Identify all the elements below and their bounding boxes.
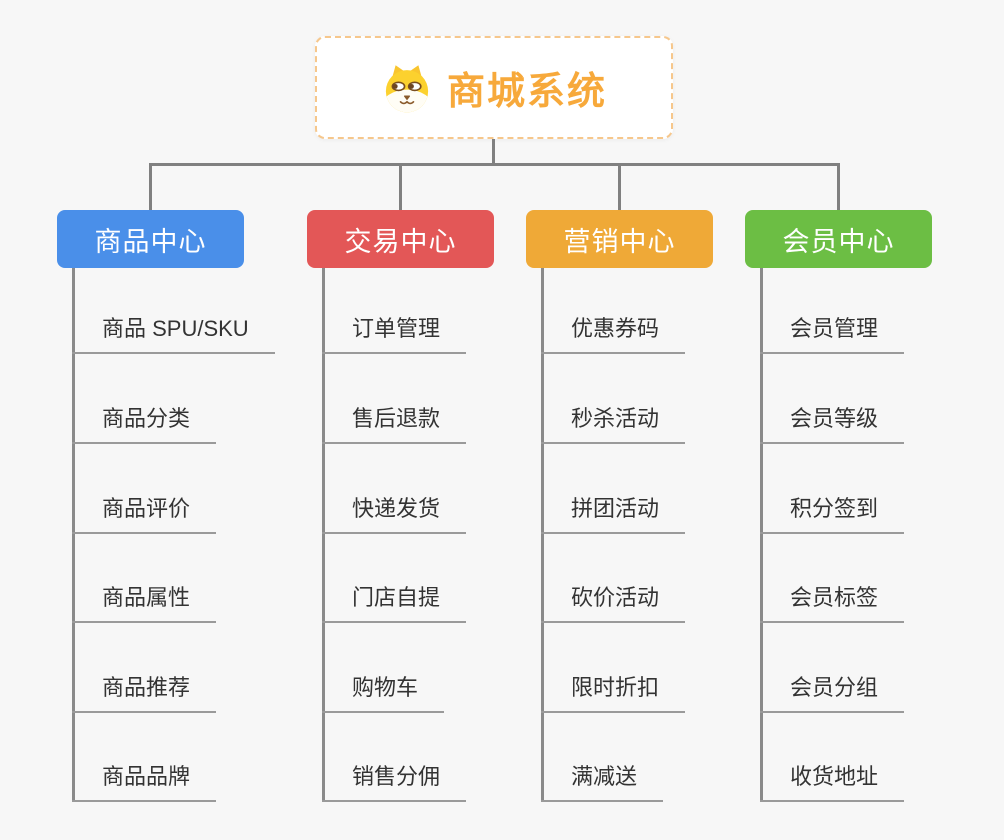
- leaf-node[interactable]: 会员分组: [760, 673, 905, 713]
- branch-node-4[interactable]: 会员中心: [745, 210, 932, 268]
- root-label: 商城系统: [446, 71, 607, 113]
- connector-bus: [149, 163, 840, 166]
- leaf-node[interactable]: 售后退款: [322, 404, 467, 444]
- leaf-node[interactable]: 会员标签: [760, 583, 905, 623]
- connector-drop-2: [399, 163, 402, 210]
- branch-connector-line: [322, 268, 325, 802]
- root-connector-stub: [492, 139, 495, 166]
- dog-face-icon: [381, 62, 433, 114]
- leaf-node[interactable]: 会员等级: [760, 404, 905, 444]
- branch-connector-line: [760, 268, 763, 802]
- leaf-node[interactable]: 销售分佣: [322, 762, 467, 802]
- root-node[interactable]: 商城系统: [315, 36, 673, 139]
- leaf-node[interactable]: 商品评价: [72, 494, 217, 534]
- branch-label: 会员中心: [782, 226, 895, 257]
- leaf-node[interactable]: 商品推荐: [72, 673, 217, 713]
- leaf-node[interactable]: 会员管理: [760, 314, 905, 354]
- leaf-node[interactable]: 优惠券码: [541, 314, 686, 354]
- branch-connector-line: [541, 268, 544, 802]
- leaf-node[interactable]: 砍价活动: [541, 583, 686, 623]
- branch-node-1[interactable]: 商品中心: [57, 210, 244, 268]
- branch-connector-line: [72, 268, 75, 802]
- leaf-node[interactable]: 订单管理: [322, 314, 467, 354]
- connector-drop-4: [837, 163, 840, 210]
- leaf-node[interactable]: 商品 SPU/SKU: [72, 314, 275, 354]
- branch-label: 商品中心: [94, 226, 207, 257]
- leaf-node[interactable]: 商品品牌: [72, 762, 217, 802]
- leaf-node[interactable]: 门店自提: [322, 583, 467, 623]
- connector-drop-1: [149, 163, 152, 210]
- branch-node-2[interactable]: 交易中心: [307, 210, 494, 268]
- leaf-node[interactable]: 收货地址: [760, 762, 905, 802]
- leaf-node[interactable]: 商品属性: [72, 583, 217, 623]
- leaf-node[interactable]: 秒杀活动: [541, 404, 686, 444]
- leaf-node[interactable]: 拼团活动: [541, 494, 686, 534]
- leaf-node[interactable]: 快递发货: [322, 494, 467, 534]
- connector-drop-3: [618, 163, 621, 210]
- branch-label: 营销中心: [563, 226, 676, 257]
- branch-node-3[interactable]: 营销中心: [526, 210, 713, 268]
- leaf-node[interactable]: 满减送: [541, 762, 664, 802]
- leaf-node[interactable]: 限时折扣: [541, 673, 686, 713]
- leaf-node[interactable]: 积分签到: [760, 494, 905, 534]
- leaf-node[interactable]: 商品分类: [72, 404, 217, 444]
- branch-label: 交易中心: [344, 226, 457, 257]
- leaf-node[interactable]: 购物车: [322, 673, 445, 713]
